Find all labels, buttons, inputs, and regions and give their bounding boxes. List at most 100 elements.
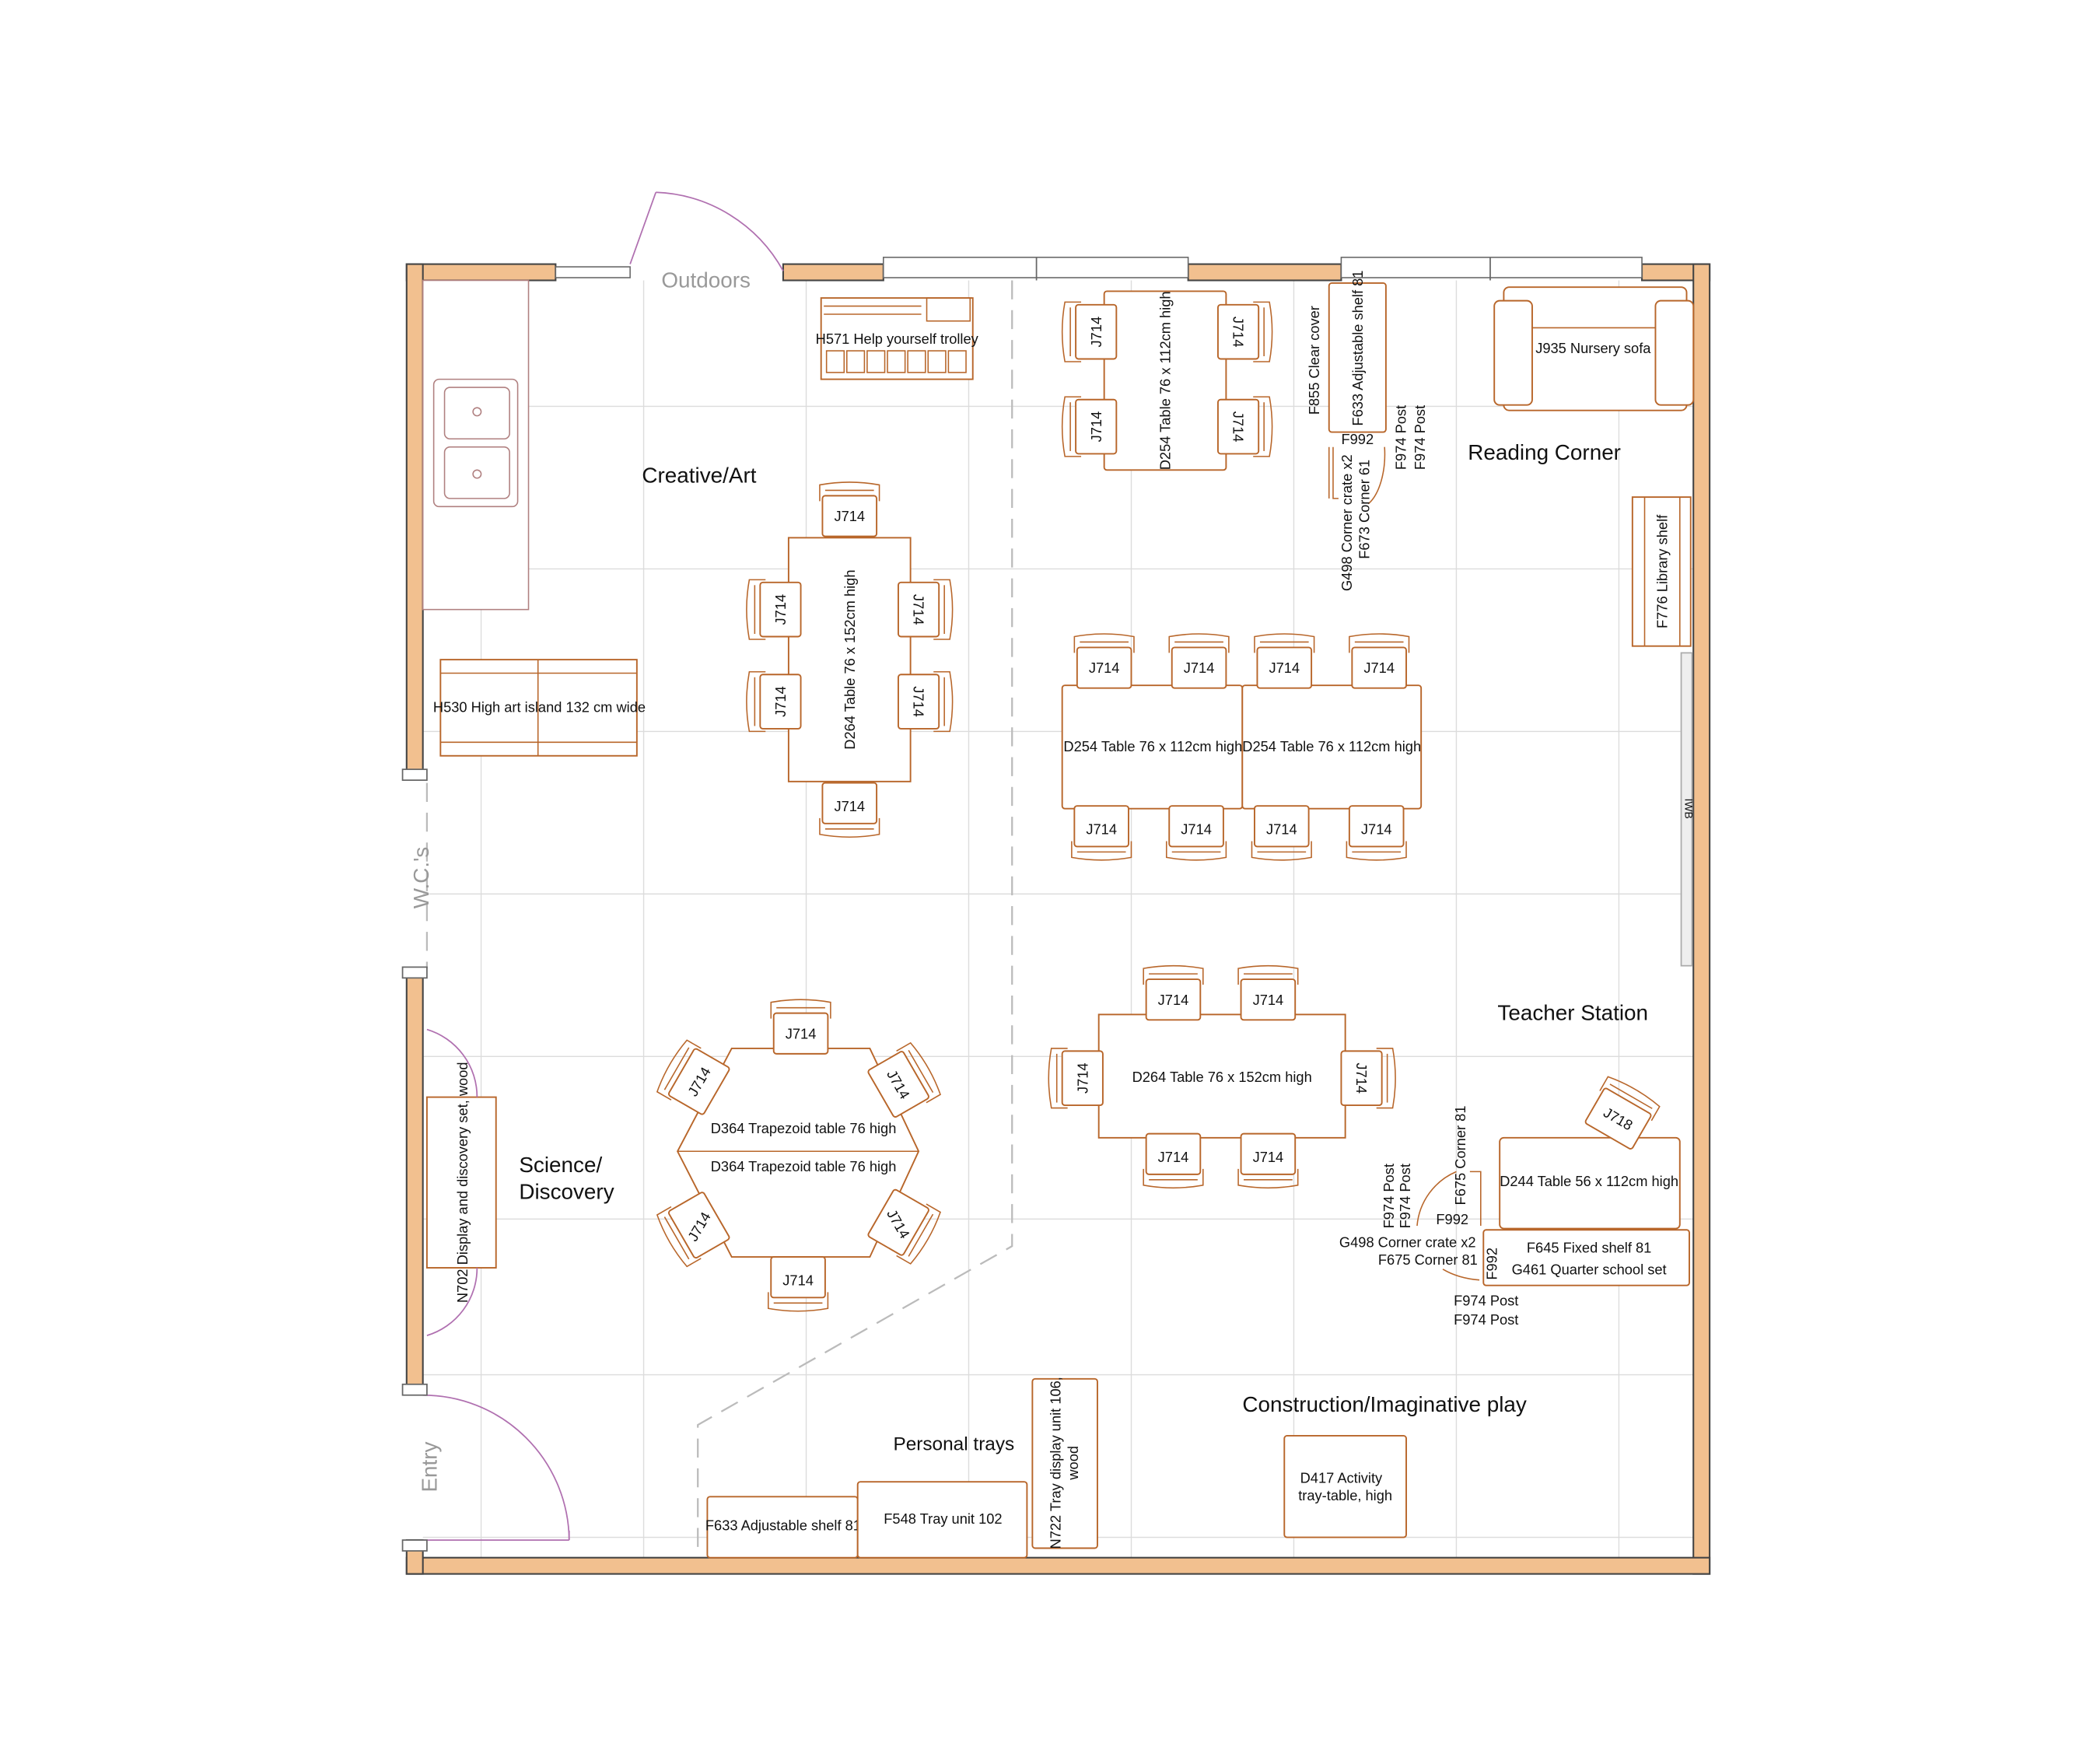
- corner-crates-mid[interactable]: F974 Post F974 Post F675 Corner 81 F992 …: [1339, 1106, 1518, 1328]
- chair[interactable]: J714: [655, 1039, 732, 1118]
- zone-personal-trays: Personal trays: [893, 1434, 1014, 1455]
- zone-reading-corner: Reading Corner: [1468, 440, 1621, 464]
- svg-text:D364 Trapezoid table 76 high: D364 Trapezoid table 76 high: [711, 1120, 897, 1136]
- zone-creative-art: Creative/Art: [642, 463, 756, 487]
- chair[interactable]: J714: [866, 1186, 943, 1265]
- svg-text:F974 Post: F974 Post: [1381, 1164, 1397, 1228]
- svg-text:F673 Corner 61: F673 Corner 61: [1356, 460, 1373, 559]
- svg-text:IWB: IWB: [1683, 799, 1696, 819]
- chair[interactable]: J714: [655, 1189, 732, 1268]
- outdoors-label: Outdoors: [661, 268, 751, 292]
- chair[interactable]: J714: [819, 481, 880, 537]
- fixed-shelf-quarter-set[interactable]: F645 Fixed shelf 81 G461 Quarter school …: [1482, 1229, 1690, 1286]
- svg-text:N722 Tray display unit 106,: N722 Tray display unit 106,: [1048, 1377, 1064, 1549]
- chair[interactable]: J714: [1073, 633, 1135, 689]
- chair[interactable]: J714: [770, 999, 831, 1055]
- chair[interactable]: J714: [1061, 301, 1118, 362]
- svg-text:G498 Corner crate x2: G498 Corner crate x2: [1339, 454, 1355, 591]
- chair[interactable]: J714: [1237, 964, 1299, 1021]
- chair[interactable]: J714: [1048, 1048, 1104, 1109]
- table-d254-top[interactable]: D254 Table 76 x 112cm high: [1103, 290, 1227, 471]
- svg-text:F675 Corner 81: F675 Corner 81: [1452, 1106, 1468, 1206]
- svg-text:F645 Fixed shelf 81: F645 Fixed shelf 81: [1527, 1239, 1651, 1255]
- chair[interactable]: J714: [1216, 396, 1273, 457]
- chair[interactable]: J714: [1143, 964, 1204, 1021]
- chair[interactable]: J714: [1071, 805, 1132, 861]
- interactive-whiteboard[interactable]: IWB: [1680, 652, 1696, 967]
- chair-label: J714: [1158, 1149, 1189, 1165]
- chair-label: J714: [782, 1272, 814, 1288]
- entry-door[interactable]: [401, 1383, 570, 1552]
- svg-text:tray-table, high: tray-table, high: [1298, 1487, 1392, 1503]
- chair[interactable]: J714: [767, 1256, 829, 1312]
- tray-unit[interactable]: F548 Tray unit 102: [856, 1481, 1028, 1559]
- chair[interactable]: J714: [819, 782, 880, 838]
- chair[interactable]: J714: [746, 579, 802, 640]
- chair[interactable]: J714: [1061, 396, 1118, 457]
- chair[interactable]: J718: [1582, 1074, 1661, 1151]
- high-art-island[interactable]: H530 High art island 132 cm wide: [433, 659, 646, 757]
- chair[interactable]: J714: [1216, 301, 1273, 362]
- svg-text:D244 Table 56 x 112cm high: D244 Table 56 x 112cm high: [1500, 1173, 1678, 1189]
- svg-text:H571 Help yourself trolley: H571 Help yourself trolley: [816, 331, 979, 347]
- adjustable-shelf-clear-cover[interactable]: F855 Clear cover F633 Adjustable shelf 8…: [1306, 271, 1387, 433]
- chair-label: J714: [1089, 660, 1120, 676]
- svg-text:D254 Table 76 x 112cm high: D254 Table 76 x 112cm high: [1063, 738, 1242, 754]
- zone-science: Science/: [519, 1153, 602, 1177]
- svg-text:D417 Activity: D417 Activity: [1300, 1470, 1383, 1486]
- entry-label: Entry: [418, 1441, 442, 1492]
- corner-crates-top[interactable]: F992 G498 Corner crate x2 F673 Corner 61…: [1328, 405, 1428, 591]
- chair[interactable]: J714: [1237, 1132, 1299, 1189]
- windows: [555, 257, 1643, 281]
- svg-text:F675 Corner 81: F675 Corner 81: [1378, 1251, 1478, 1268]
- sink-counter: [422, 279, 530, 611]
- svg-text:F974 Post: F974 Post: [1454, 1292, 1518, 1308]
- chair[interactable]: J714: [1340, 1048, 1396, 1109]
- chair-label: J714: [1088, 317, 1104, 348]
- chair[interactable]: J714: [1346, 805, 1407, 861]
- svg-text:F855 Clear cover: F855 Clear cover: [1306, 306, 1322, 415]
- svg-text:F992: F992: [1341, 431, 1374, 447]
- outdoor-door[interactable]: [629, 191, 784, 271]
- library-shelf[interactable]: F776 Library shelf: [1631, 496, 1692, 647]
- zone-discovery: Discovery: [519, 1180, 614, 1204]
- chair[interactable]: J714: [1143, 1132, 1204, 1189]
- chair-label: J714: [1253, 992, 1284, 1008]
- chair-label: J714: [1253, 1149, 1284, 1165]
- chair[interactable]: J714: [1165, 805, 1227, 861]
- trapezoid-tables[interactable]: D364 Trapezoid table 76 high D364 Trapez…: [677, 1047, 920, 1258]
- chair[interactable]: J714: [897, 670, 954, 733]
- svg-text:F992: F992: [1436, 1211, 1468, 1227]
- table-d254-a[interactable]: D254 Table 76 x 112cm high: [1061, 684, 1244, 810]
- chair-label: J714: [1353, 1062, 1370, 1094]
- table-d264-horizontal[interactable]: D264 Table 76 x 152cm high: [1097, 1013, 1346, 1139]
- svg-text:F633 Adjustable shelf 81: F633 Adjustable shelf 81: [705, 1517, 861, 1533]
- table-d264-vertical[interactable]: D264 Table 76 x 152cm high: [787, 537, 912, 782]
- svg-text:J935 Nursery sofa: J935 Nursery sofa: [1535, 340, 1651, 356]
- chair[interactable]: J714: [746, 670, 802, 733]
- chair[interactable]: J714: [1254, 633, 1315, 689]
- table-d244[interactable]: D244 Table 56 x 112cm high: [1499, 1136, 1681, 1230]
- chair-label: J714: [772, 686, 789, 717]
- wc-opening[interactable]: [401, 768, 429, 979]
- chair-label: J714: [772, 594, 789, 625]
- chair[interactable]: J714: [1168, 633, 1230, 689]
- chair-label: J714: [1088, 411, 1104, 443]
- nursery-sofa[interactable]: J935 Nursery sofa: [1493, 286, 1695, 411]
- chair-label: J714: [1269, 660, 1300, 676]
- tray-display-unit[interactable]: N722 Tray display unit 106, wood: [1031, 1377, 1098, 1549]
- chair[interactable]: J714: [1349, 633, 1410, 689]
- chair[interactable]: J714: [866, 1041, 943, 1120]
- table-d254-b[interactable]: D254 Table 76 x 112cm high: [1241, 684, 1423, 810]
- adjustable-shelf-bottom[interactable]: F633 Adjustable shelf 81: [705, 1496, 861, 1559]
- help-yourself-trolley[interactable]: H571 Help yourself trolley: [816, 297, 979, 380]
- chair[interactable]: J714: [1251, 805, 1312, 861]
- svg-text:wood: wood: [1065, 1446, 1081, 1481]
- activity-tray-table[interactable]: D417 Activity tray-table, high: [1283, 1435, 1407, 1538]
- svg-text:F974 Post: F974 Post: [1397, 1164, 1413, 1228]
- chair-label: J714: [1266, 821, 1297, 837]
- svg-text:N702 Display and discovery set: N702 Display and discovery set, wood: [454, 1062, 471, 1303]
- display-discovery-set[interactable]: N702 Display and discovery set, wood: [425, 1028, 497, 1336]
- chair[interactable]: J714: [897, 579, 954, 640]
- chair-label: J714: [834, 508, 865, 524]
